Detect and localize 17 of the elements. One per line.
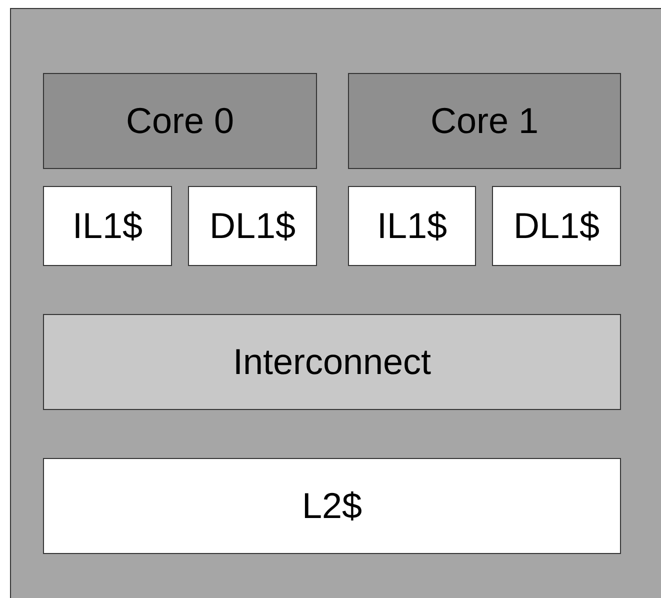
cache-box [492,186,621,266]
cache-box [188,186,317,266]
core-box [348,73,621,169]
box-label: DL1$ [513,205,600,247]
box-label: DL1$ [209,205,296,247]
box-label: IL1$ [72,205,143,247]
core-box [43,73,317,169]
interconnect-box [43,314,621,410]
box-label: Core 0 [126,100,234,142]
chip-box [10,8,661,598]
cache-box [43,186,172,266]
cache-box [348,186,476,266]
box-label: L2$ [302,485,362,527]
box-label: Core 1 [430,100,539,142]
box-label: Interconnect [232,341,432,383]
box-label: IL1$ [376,205,448,247]
cache-box [43,458,621,554]
